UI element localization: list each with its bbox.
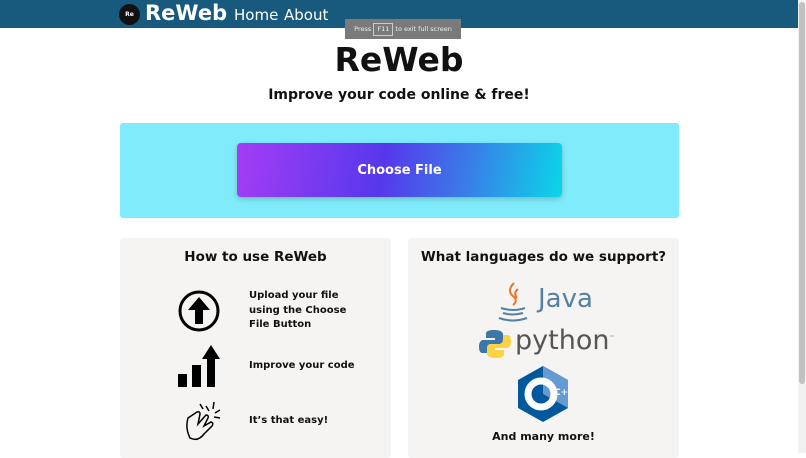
page-subtitle: Improve your code online & free!	[268, 87, 530, 103]
cpp-label: C++	[554, 388, 569, 398]
step-upload: Upload your file using the Choose File B…	[249, 290, 347, 330]
upload-panel: Choose File	[120, 123, 679, 218]
scrollbar[interactable]	[798, 0, 806, 453]
java-logo-icon	[498, 282, 528, 322]
scrollbar-thumb[interactable]	[799, 2, 805, 384]
toast-suffix: to exit full screen	[395, 25, 452, 33]
nav-about[interactable]: About	[284, 6, 329, 24]
logo[interactable]: Re	[119, 4, 140, 25]
many-more-text: And many more!	[492, 430, 595, 443]
cpp-logo-icon: C++	[518, 366, 569, 422]
how-to-title: How to use ReWeb	[184, 249, 327, 265]
logo-text: Re	[125, 11, 134, 18]
snapping-hand-icon	[186, 401, 221, 441]
toast-prefix: Press	[354, 25, 372, 33]
page-title: ReWeb	[334, 40, 464, 79]
growth-chart-icon	[178, 345, 220, 387]
nav-home[interactable]: Home	[234, 6, 279, 24]
upload-arrow-icon	[178, 290, 220, 332]
languages-title: What languages do we support?	[420, 249, 667, 265]
how-to-card: How to use ReWeb Upload your file using …	[120, 238, 391, 458]
choose-file-button[interactable]: Choose File	[237, 143, 562, 197]
step-easy: It’s that easy!	[249, 415, 329, 426]
languages-card: What languages do we support? Java pytho…	[408, 238, 679, 458]
java-label: Java	[538, 284, 593, 314]
fullscreen-toast: Press F11 to exit full screen	[345, 19, 461, 39]
python-logo-icon	[479, 330, 511, 358]
brand-name[interactable]: ReWeb	[145, 1, 228, 25]
f11-key: F11	[373, 23, 394, 36]
python-text: python	[515, 325, 610, 356]
python-label: python™	[515, 325, 615, 356]
step-improve: Improve your code	[249, 360, 355, 371]
